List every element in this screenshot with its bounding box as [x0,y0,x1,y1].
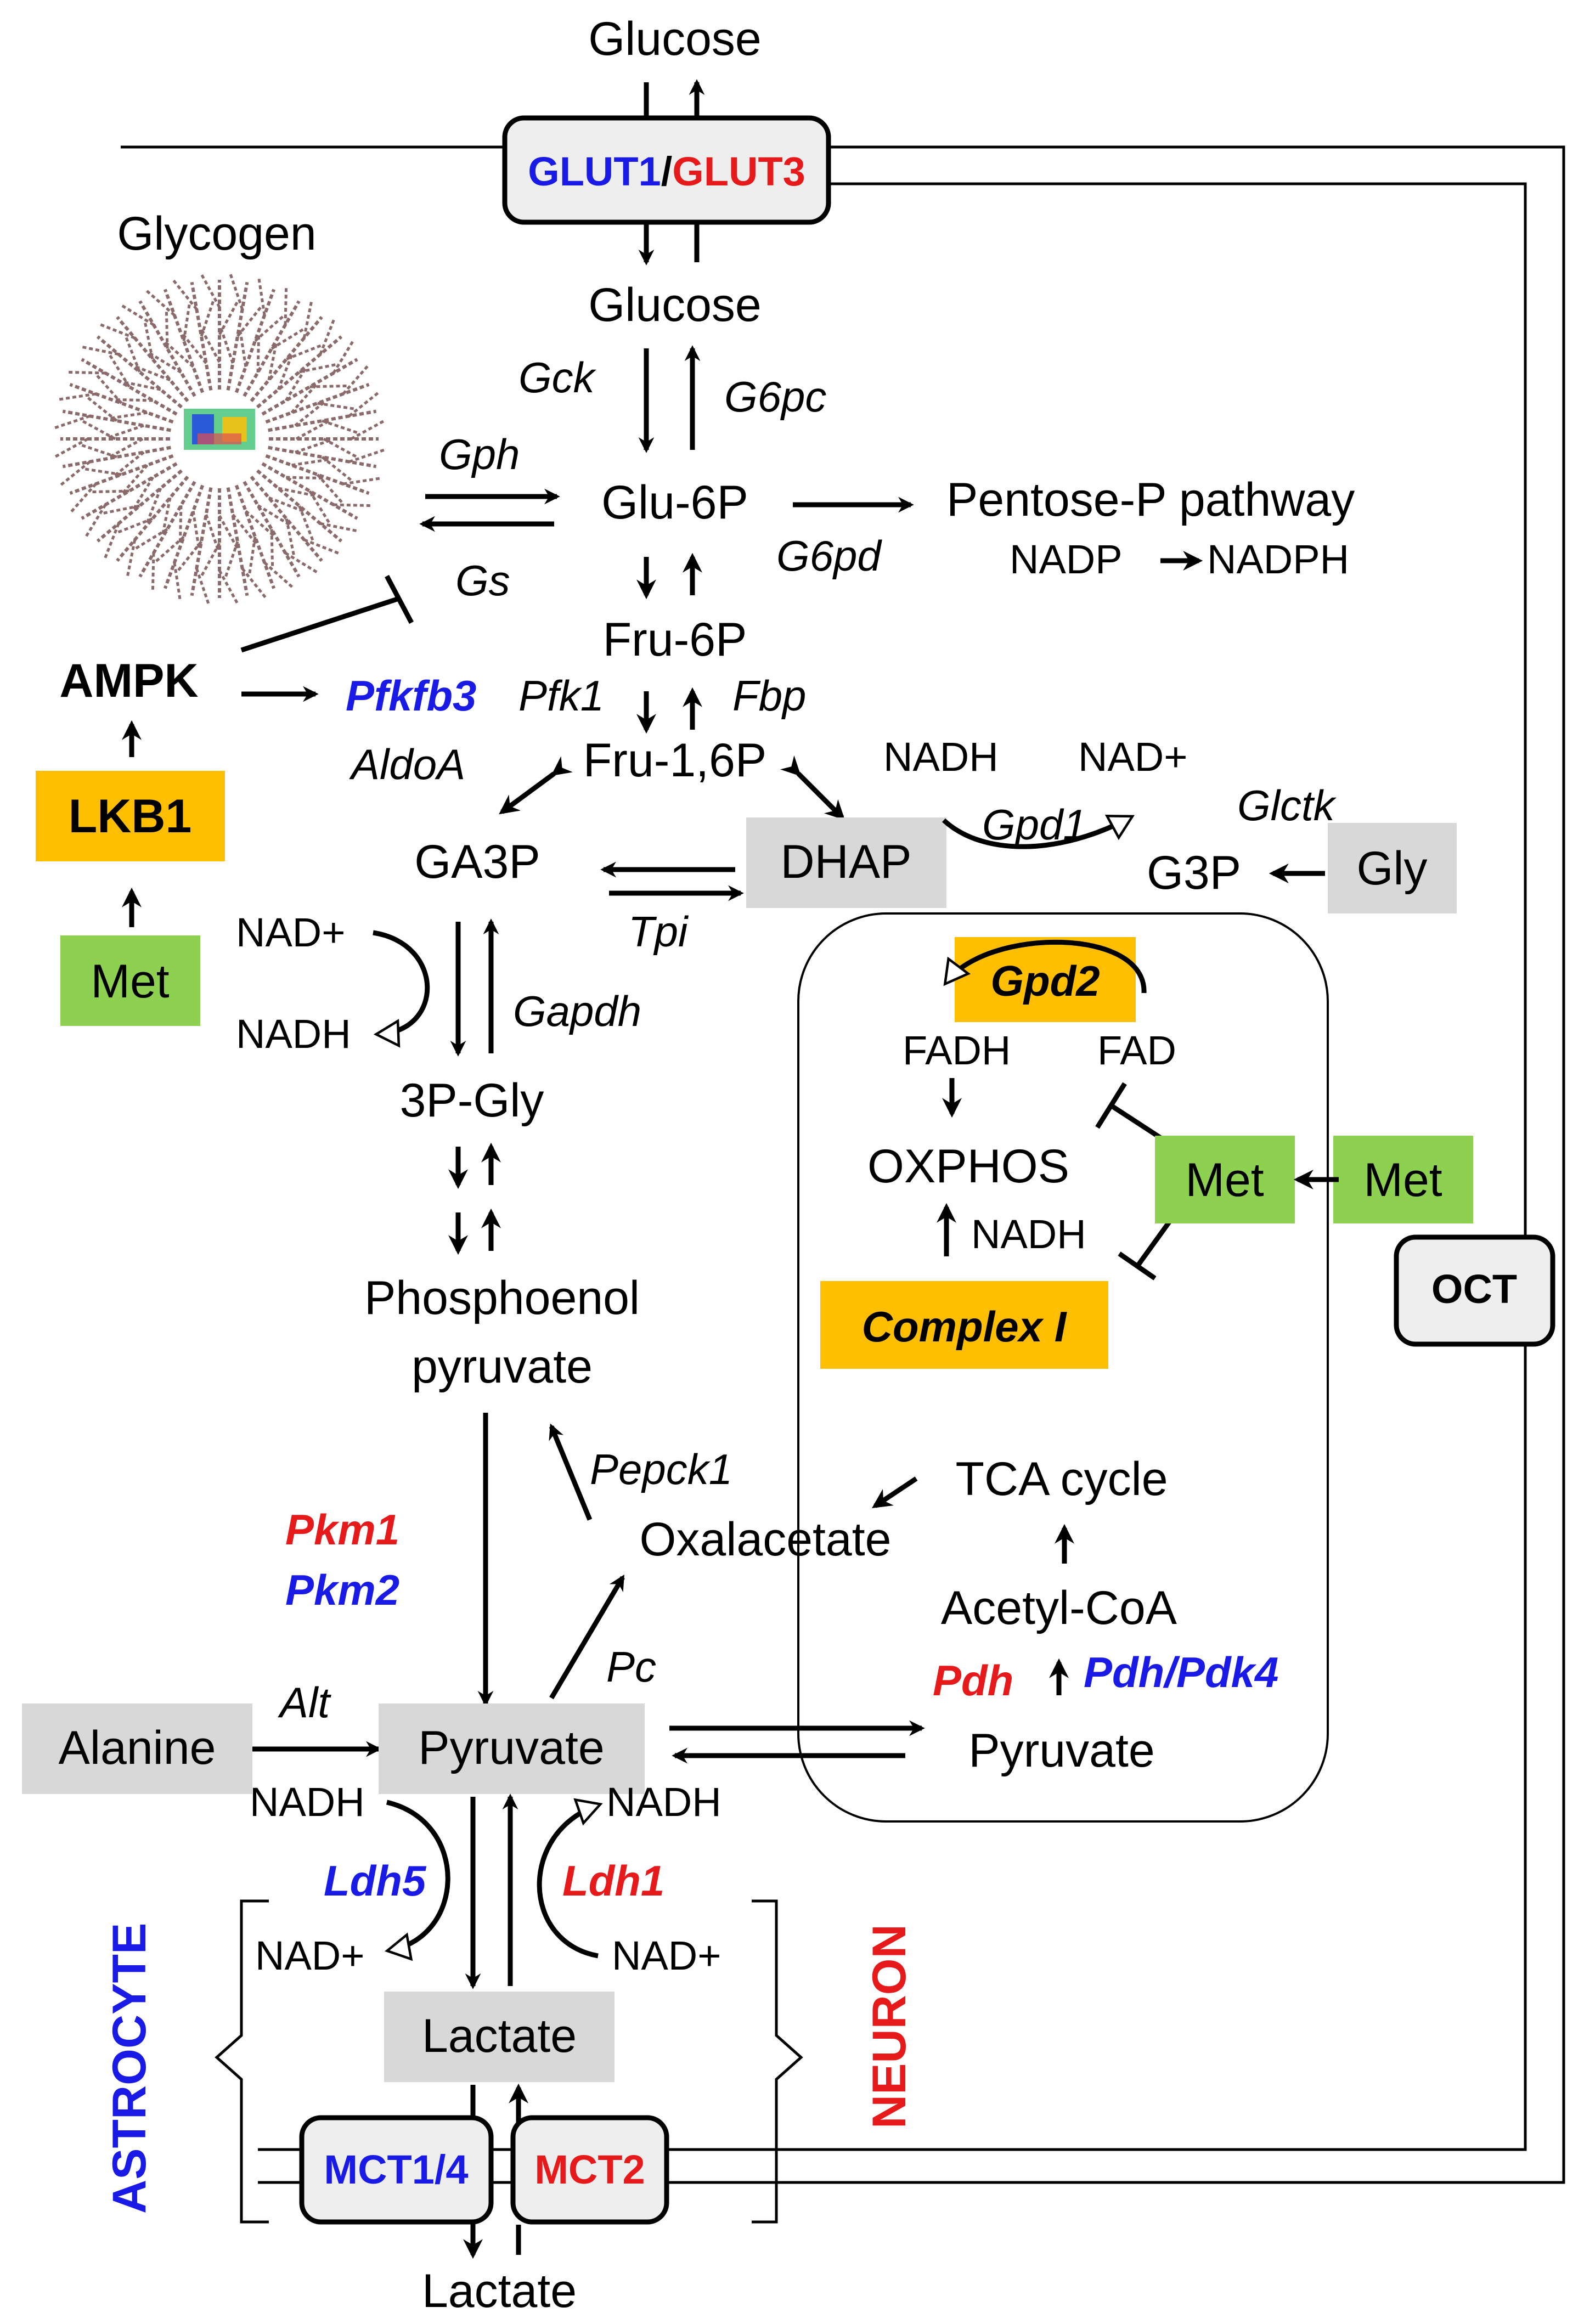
glut-label: GLUT1/GLUT3 [528,149,805,194]
gly-box [1328,823,1457,913]
met-mito-label: Met [1185,1154,1264,1206]
glu6p-label: Glu-6P [601,476,748,529]
complex1-box [820,1281,1108,1369]
mitochondrion [797,912,1329,1823]
pkm2-enzyme: Pkm2 [285,1566,399,1614]
astrocyte-label: ASTROCYTE [103,1923,156,2214]
gly-label: Gly [1357,842,1428,895]
pyruvate-cyto-label: Pyruvate [418,1722,604,1774]
pyruvate-cyto-box [379,1703,645,1794]
glucose-out-label: Glucose [588,13,762,65]
gpd1-enzyme: Gpd1 [982,800,1087,849]
acetylcoa-label: Acetyl-CoA [941,1582,1177,1634]
lactate-in-label: Lactate [422,2010,577,2062]
pentose-pathway-label: Pentose-P pathway [946,473,1355,526]
met-left-box [60,935,200,1026]
gck-enzyme: Gck [518,353,597,402]
met-left-label: Met [91,955,169,1008]
nadh-oxphos-label: NADH [971,1211,1086,1257]
ldh5-enzyme: Ldh5 [324,1857,427,1905]
lactate-in-box [384,1992,615,2082]
glucose-in-label: Glucose [588,279,762,331]
mct2-transporter [510,2115,669,2225]
g6pc-enzyme: G6pc [724,373,826,421]
astrocyte-bracket [215,1899,269,2224]
pep-label-line2: pyruvate [411,1340,593,1393]
pc-enzyme: Pc [606,1643,656,1691]
fadh-label: FADH [903,1028,1011,1073]
nadp-label: NADP [1010,537,1123,582]
pfkfb3-enzyme: Pfkfb3 [346,672,476,720]
complex1-enzyme: Complex I [862,1302,1067,1351]
ga3p-label: GA3P [414,836,540,888]
pdh-pdk4-enzyme: Pdh/Pdk4 [1084,1648,1278,1696]
fru16p-label: Fru-1,6P [583,734,767,787]
fad-label: FAD [1097,1028,1176,1073]
pepck1-enzyme: Pepck1 [590,1445,732,1493]
gpd2-enzyme: Gpd2 [990,957,1100,1005]
lkb1-box [36,771,225,861]
pkm1-enzyme: Pkm1 [285,1505,399,1554]
oxalacetate-label: Oxalacetate [640,1513,892,1566]
nadh-ldh1-label: NADH [606,1779,721,1825]
glut3-label: GLUT3 [672,149,805,194]
oct-label: OCT [1431,1266,1517,1312]
pfk1-enzyme: Pfk1 [518,672,604,720]
pep-label-line1: Phosphoenol [364,1272,640,1324]
aldoa-enzyme: AldoA [349,740,465,788]
gapdh-enzyme: Gapdh [513,987,641,1035]
glctk-enzyme: Glctk [1237,781,1337,830]
met-out-box [1333,1136,1473,1223]
nadplus-ldh1-label: NAD+ [612,1933,721,1978]
dhap-label: DHAP [781,836,912,888]
glut-transporter [502,115,831,225]
g6pd-enzyme: G6pd [776,532,882,580]
neuron-label: NEURON [863,1924,916,2129]
nadh-ldh5-label: NADH [250,1779,365,1825]
pyruvate-mito-label: Pyruvate [968,1724,1154,1777]
nadplus-gapdh-label: NAD+ [236,910,345,955]
neuron-membrane [258,182,1527,2151]
alanine-label: Alanine [59,1722,216,1774]
p3gly-label: 3P-Gly [400,1074,544,1127]
gs-enzyme: Gs [455,556,510,605]
g3p-label: G3P [1147,847,1241,899]
met-mito-box [1155,1136,1295,1223]
tca-cycle-label: TCA cycle [955,1453,1168,1505]
glycogen-core-icon [184,409,255,450]
glut1-label: GLUT1 [528,149,661,194]
fbp-enzyme: Fbp [732,672,806,720]
nadph-label: NADPH [1207,537,1349,582]
mct14-transporter [299,2115,494,2225]
oct-transporter [1394,1234,1555,1347]
ldh1-enzyme: Ldh1 [562,1857,664,1905]
met-out-label: Met [1363,1154,1442,1206]
nadplus-gpd1-label: NAD+ [1078,734,1187,780]
ampk-label: AMPK [59,655,198,707]
neuron-bracket [752,1899,803,2224]
nadplus-ldh5-label: NAD+ [255,1933,364,1978]
mct2-label: MCT2 [534,2147,645,2192]
nadh-gpd1-label: NADH [883,734,999,780]
pdh-enzyme: Pdh [933,1656,1013,1705]
oxphos-label: OXPHOS [867,1140,1069,1193]
mct14-label: MCT1/4 [324,2147,468,2192]
gph-enzyme: Gph [439,430,520,478]
dhap-box [746,817,946,908]
tpi-enzyme: Tpi [628,907,689,956]
glycogen-label: Glycogen [117,207,316,260]
lactate-out-label: Lactate [422,2265,577,2317]
nadh-gapdh-label: NADH [236,1011,351,1057]
lkb1-label: LKB1 [69,790,192,843]
alanine-box [22,1703,252,1794]
fru6p-label: Fru-6P [603,613,747,666]
glut-separator: / [661,149,673,194]
astrocyte-membrane [121,145,1565,2184]
alt-enzyme: Alt [278,1678,331,1727]
